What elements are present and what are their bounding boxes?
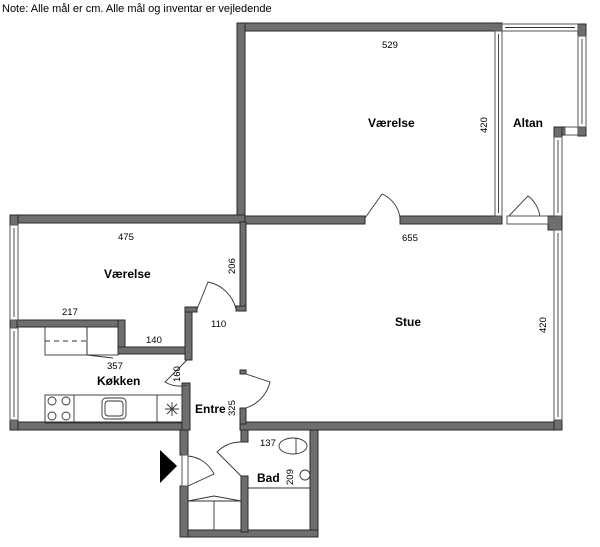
room-label-altan: Altan [513,116,543,130]
room-label-vaerelse-large: Værelse [368,116,415,130]
dim-label: 160 [172,366,183,382]
room-labels: Værelse Altan Værelse Stue Køkken Entre … [97,116,543,485]
dim-label: 206 [227,258,238,274]
dim-label: 137 [260,438,276,449]
sink-icon [101,397,127,420]
dimension-labels: 529 420 655 420 475 206 217 140 357 160 … [62,40,549,485]
drain-icon [165,402,179,416]
room-label-kokken: Køkken [97,374,140,388]
dim-label: 420 [538,317,549,333]
dim-label: 475 [118,232,134,243]
room-label-bad: Bad [257,471,280,485]
room-label-vaerelse-small: Værelse [104,267,151,281]
dim-label: 357 [107,361,123,372]
washbasin-icon [299,469,311,481]
room-label-entre: Entre [195,402,226,416]
furniture [44,326,311,530]
dim-label: 209 [285,469,296,485]
stove-icon [47,396,71,421]
entrance-arrow-icon [160,450,177,483]
dim-label: 325 [227,400,238,416]
dim-label: 140 [146,335,162,346]
toilet-icon [278,437,308,455]
room-label-stue: Stue [395,315,421,329]
dim-label: 217 [62,307,78,318]
doors [164,193,549,487]
plan-note: Note: Alle mål er cm. Alle mål og invent… [2,3,272,15]
dim-label: 110 [211,319,226,330]
kitchen-counter [44,394,183,424]
dim-label: 420 [479,117,490,133]
dim-label: 529 [382,40,398,51]
dim-label: 655 [402,233,418,244]
windows [9,23,587,487]
